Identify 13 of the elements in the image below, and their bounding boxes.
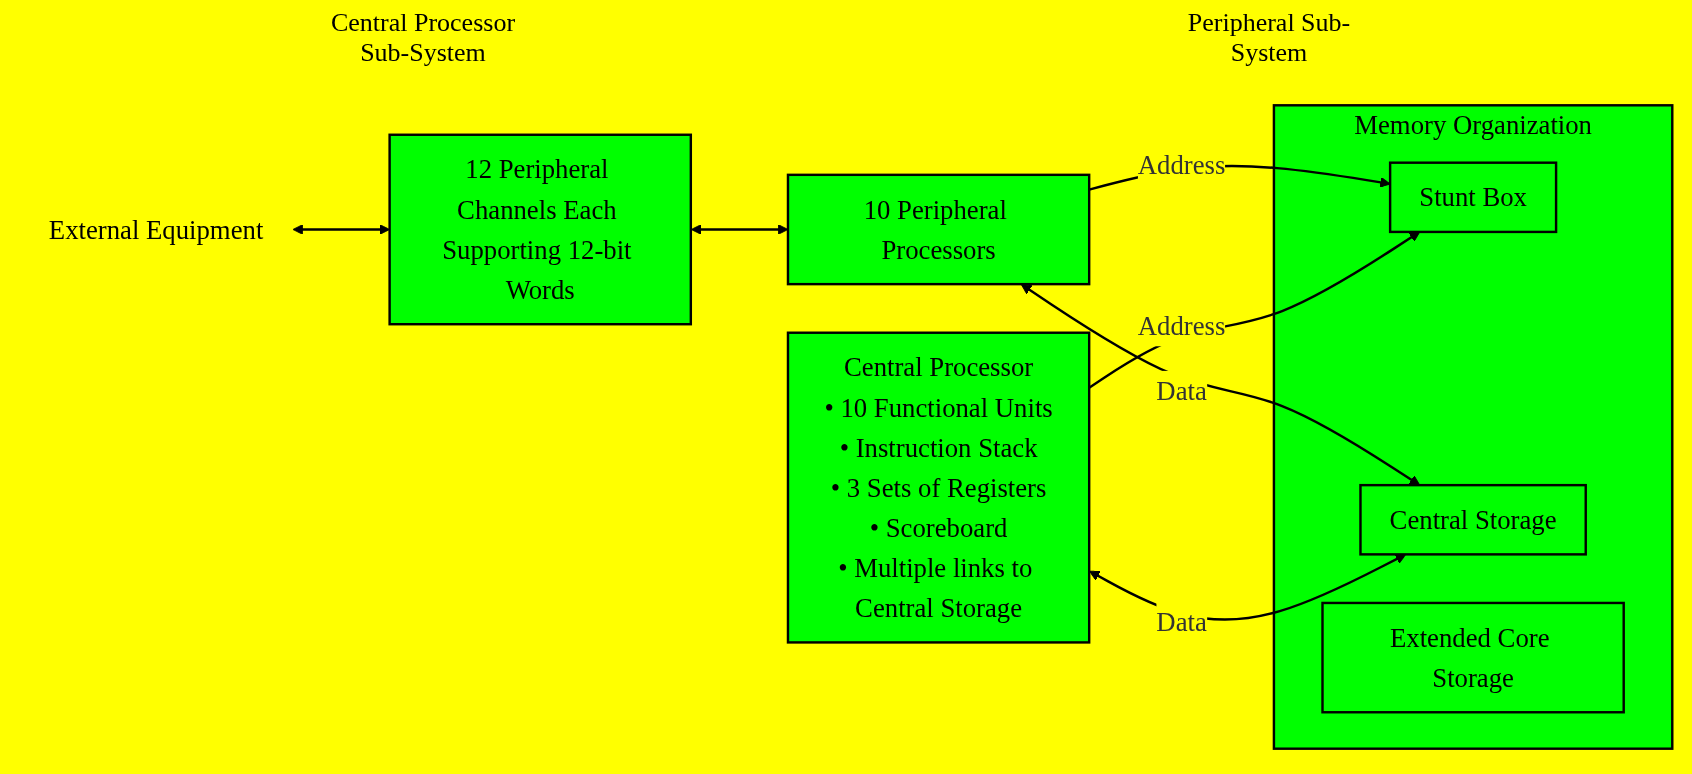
node-box: Central Processor • 10 Functional Units • Instruction Stack • 3 Sets of Registers • Scoreboard • Multiple links to Central Storage	[786, 331, 1091, 644]
node-text: External Equipment	[48, 214, 264, 245]
node-box: Extended Core Storage	[1321, 601, 1625, 714]
edge-label: Address	[1137, 311, 1226, 342]
section-label: Central Processor Sub-System	[329, 8, 517, 68]
node-box: Central Storage	[1359, 483, 1587, 556]
node-box: 10 Peripheral Processors	[786, 173, 1091, 286]
node-box: 12 Peripheral Channels Each Supporting 12-bit Words	[388, 133, 693, 326]
edge-label: Data	[1156, 606, 1207, 638]
edge-label: Address	[1137, 149, 1226, 181]
section-label: Peripheral Sub-System	[1186, 8, 1352, 68]
node-box: Stunt Box	[1388, 161, 1558, 234]
edge-label: Data	[1156, 375, 1207, 406]
